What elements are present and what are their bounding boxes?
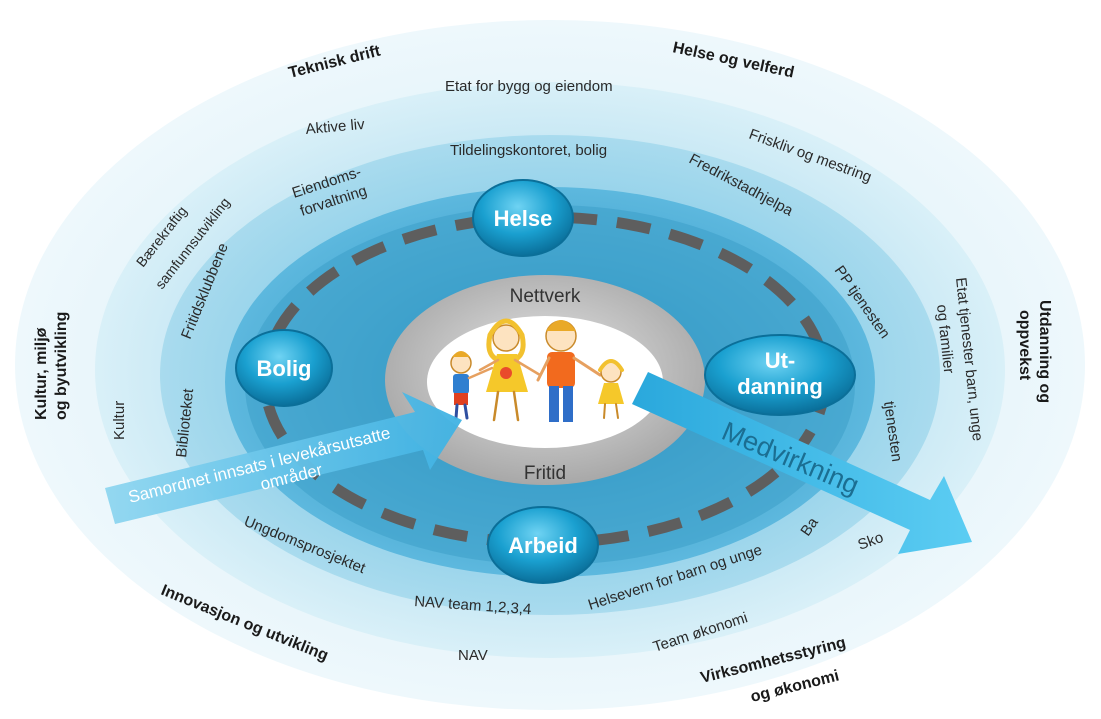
service-aktive-liv: Aktive liv (305, 116, 366, 138)
service-etat-bygg: Etat for bygg og eiendom (445, 78, 613, 95)
area-kultur-line2: og byutvikling (53, 312, 70, 420)
node-helse[interactable]: Helse (472, 179, 574, 257)
area-utdanning-line2: oppvekst (1016, 310, 1033, 381)
node-utdanning[interactable]: Ut- danning (704, 334, 856, 416)
node-helse-label: Helse (494, 206, 553, 231)
node-arbeid-label: Arbeid (508, 533, 578, 558)
node-arbeid[interactable]: Arbeid (487, 506, 599, 584)
family-illustration (450, 318, 624, 422)
center-top-label: Nettverk (510, 286, 581, 307)
service-tildeling: Tildelingskontoret, bolig (450, 142, 607, 159)
service-nav: NAV (458, 647, 488, 664)
center-bottom-label: Fritid (524, 463, 566, 484)
service-kultur: Kultur (111, 401, 128, 440)
area-utdanning-line1: Utdanning og (1036, 300, 1053, 403)
node-utdanning-line2: danning (737, 374, 823, 399)
node-utdanning-line1: Ut- (765, 348, 796, 373)
node-bolig-label: Bolig (257, 356, 312, 381)
node-bolig[interactable]: Bolig (235, 329, 333, 407)
area-kultur-line1: Kultur, miljø (33, 327, 50, 420)
